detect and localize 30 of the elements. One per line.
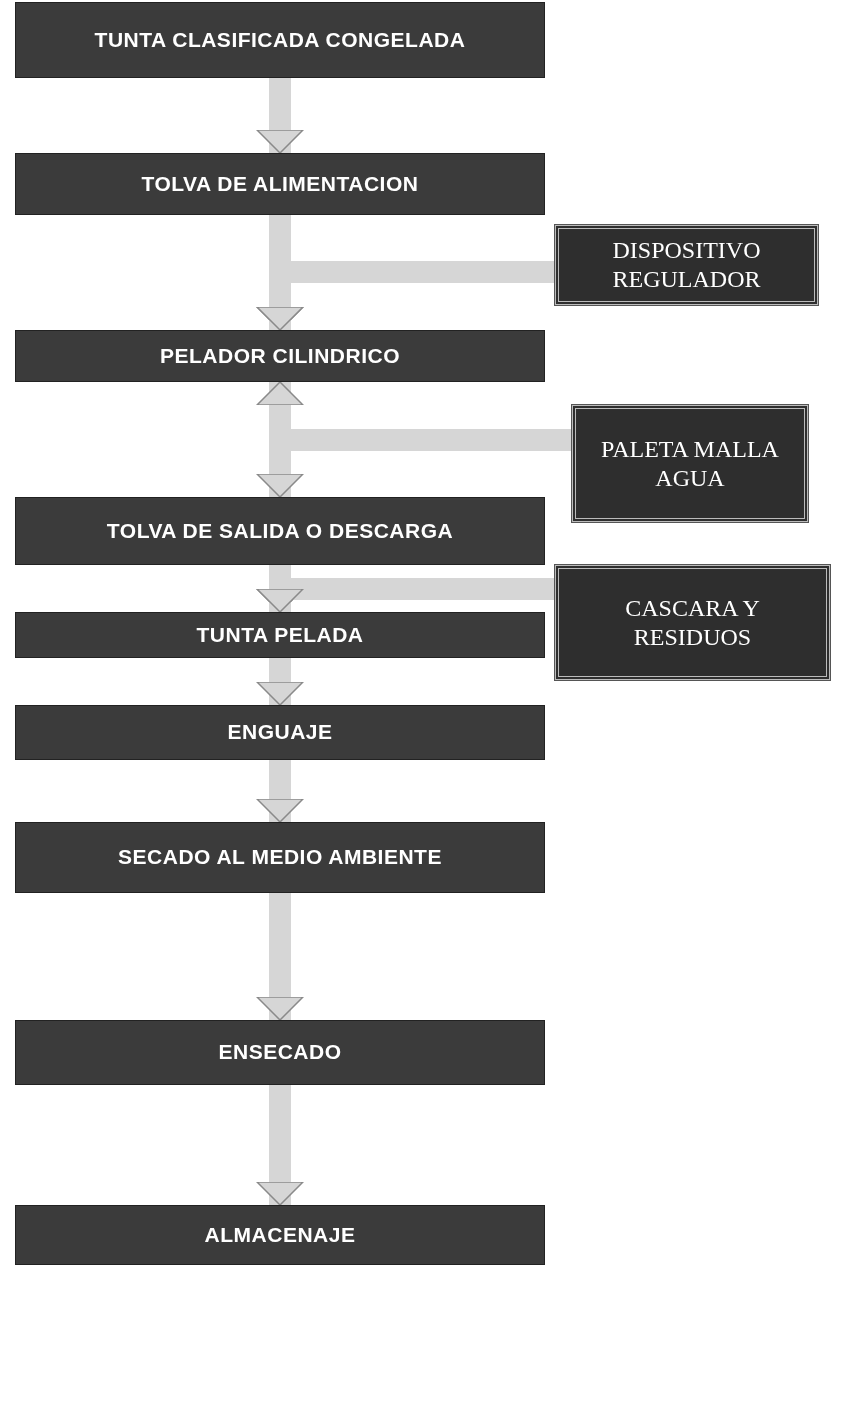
process-label: TOLVA DE SALIDA O DESCARGA	[106, 517, 454, 544]
process-label: PELADOR CILINDRICO	[160, 342, 400, 369]
block-arrow	[256, 78, 304, 154]
block-arrow	[256, 381, 572, 451]
process-box	[15, 2, 545, 78]
process-box	[15, 1020, 545, 1085]
process-box	[15, 153, 545, 215]
process-label: ALMACENAJE	[204, 1221, 356, 1248]
process-box	[555, 565, 830, 680]
process-box	[15, 497, 545, 565]
block-arrow	[256, 1085, 304, 1206]
process-label: CASCARA Y RESIDUOS	[624, 593, 761, 652]
process-label: TUNTA CLASIFICADA CONGELADA	[94, 26, 466, 53]
block-arrow	[256, 760, 304, 823]
process-label: TUNTA PELADA	[196, 621, 364, 648]
process-label: DISPOSITIVO REGULADOR	[611, 236, 762, 294]
process-box	[15, 330, 545, 382]
process-label: PALETA MALLA AGUA	[600, 434, 780, 493]
process-box	[572, 405, 808, 522]
process-box	[15, 1205, 545, 1265]
process-label: SECADO AL MEDIO AMBIENTE	[118, 844, 442, 871]
process-label: TOLVA DE ALIMENTACION	[141, 170, 419, 197]
process-label: ENSECADO	[218, 1039, 342, 1066]
process-box	[15, 822, 545, 893]
process-box	[555, 225, 818, 305]
block-arrow	[256, 893, 304, 1021]
process-box	[15, 612, 545, 658]
process-box	[15, 705, 545, 760]
process-label: ENGUAJE	[227, 719, 333, 746]
block-arrow	[256, 658, 304, 706]
